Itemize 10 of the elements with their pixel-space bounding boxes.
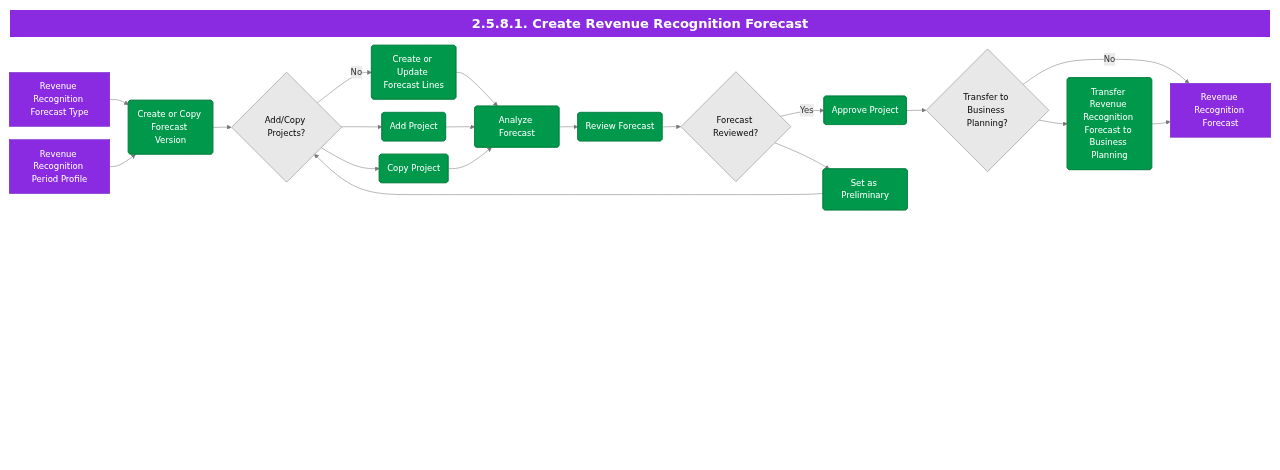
- edge-label: Yes: [799, 104, 814, 116]
- node-diamond: Transfer to Business Planning?: [925, 48, 1050, 172]
- node-diamond: Add/Copy Projects?: [231, 71, 342, 183]
- node-box: Revenue Recognition Forecast Type: [9, 72, 110, 127]
- node-diamond: Forecast Reviewed?: [680, 71, 792, 182]
- edge-label: No: [1103, 54, 1116, 65]
- node-box: Revenue Recognition Period Profile: [9, 139, 110, 194]
- edge-label: No: [350, 66, 363, 77]
- title-bar: 2.5.8.1. Create Revenue Recognition Forecast: [10, 10, 1270, 37]
- node-box: Revenue Recognition Forecast: [1170, 83, 1271, 138]
